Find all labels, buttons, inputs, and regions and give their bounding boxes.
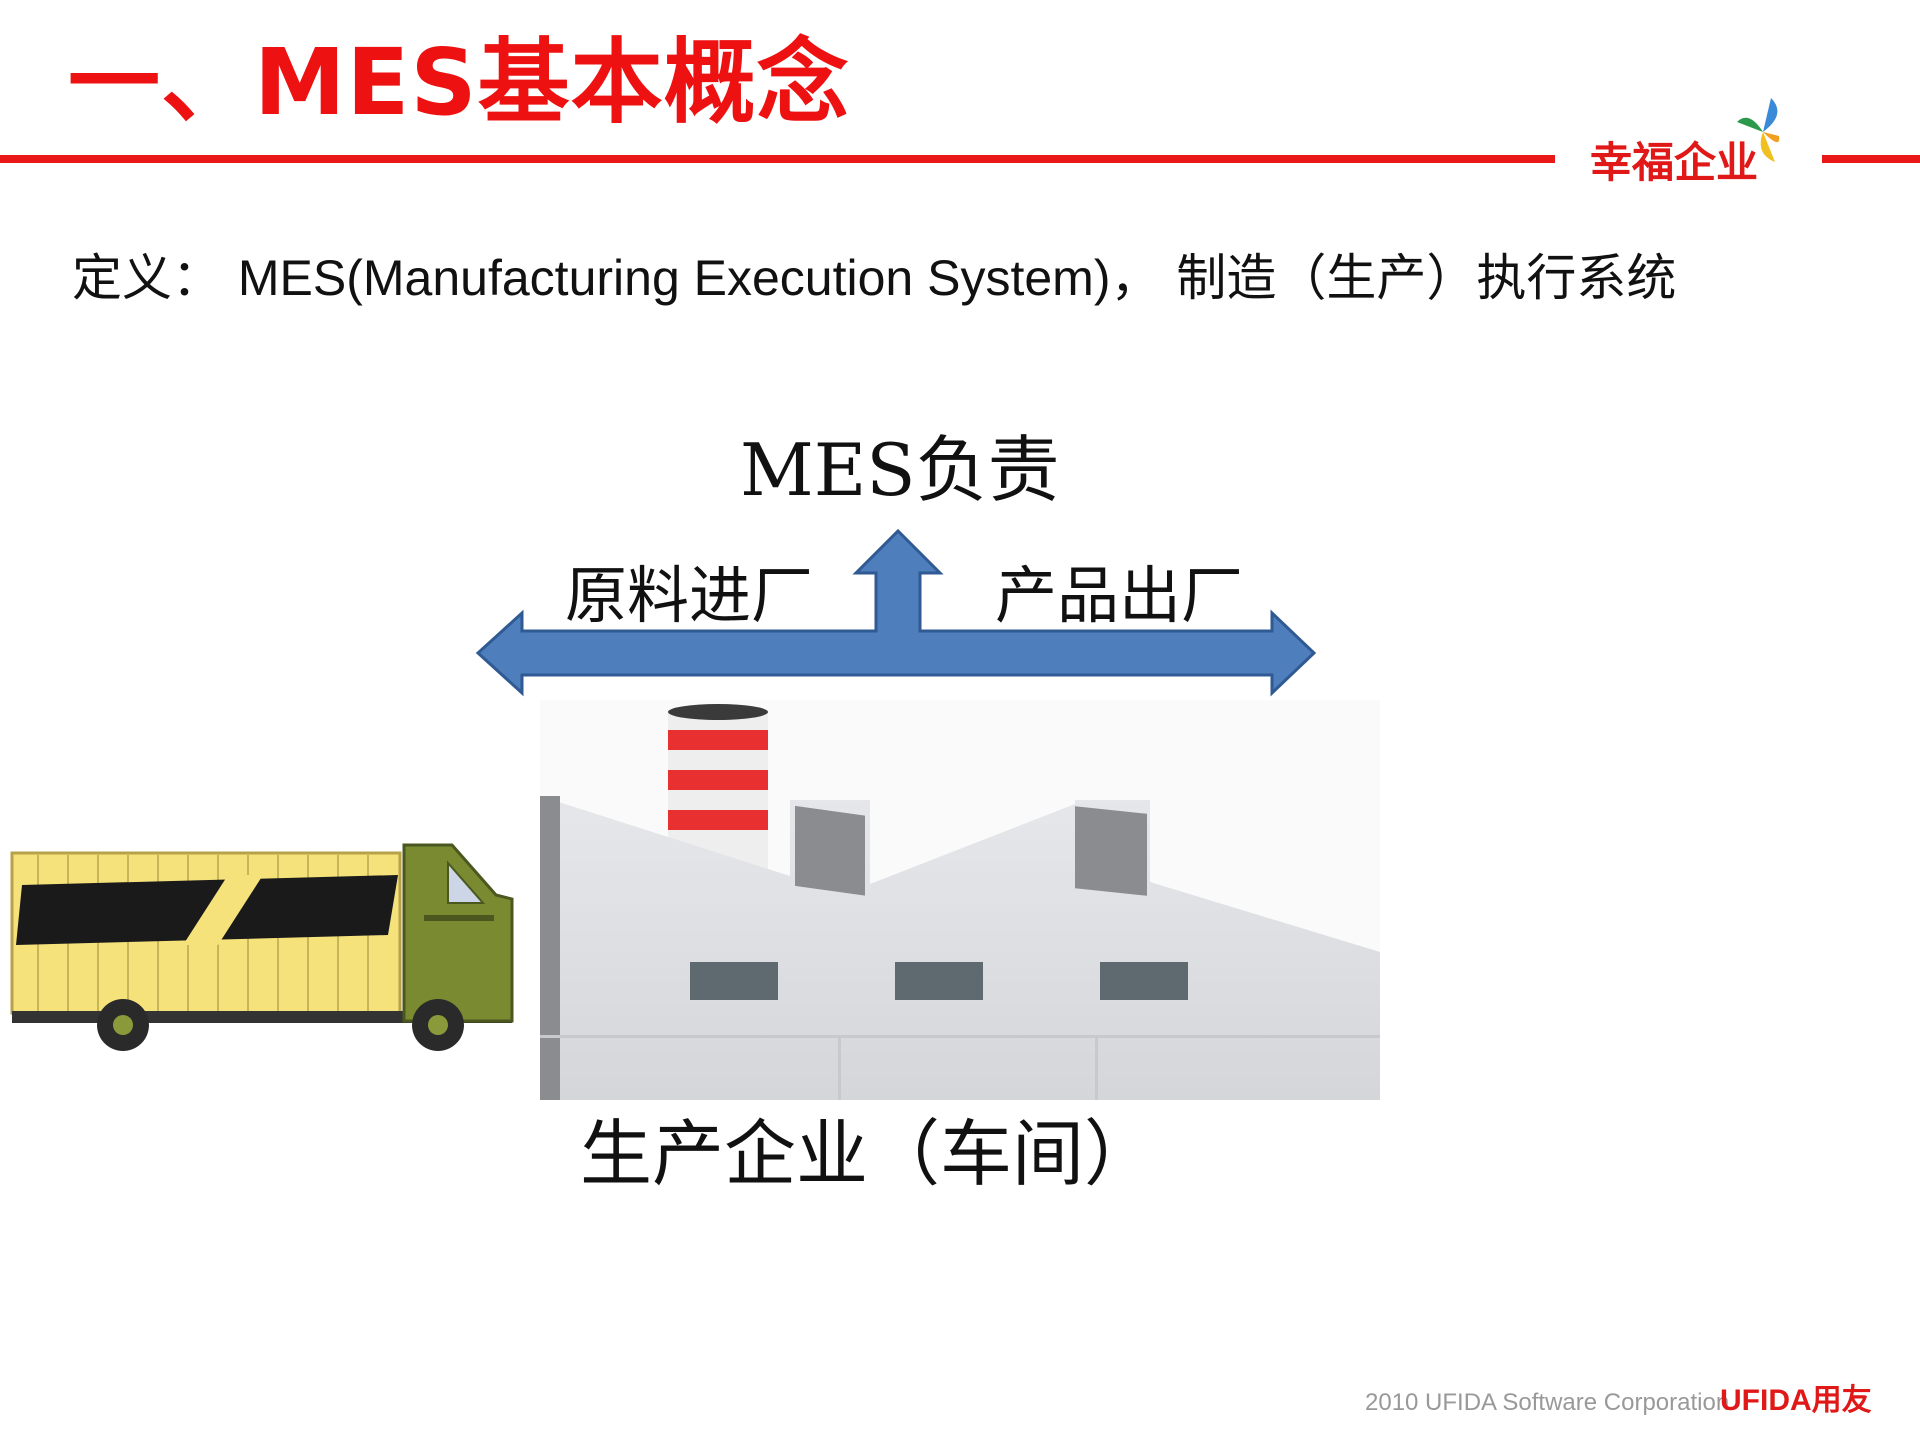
footer-logo-text: UFIDA用友 (1720, 1384, 1872, 1417)
truck-illustration (10, 843, 514, 1051)
definition-line: 定义： MES(Manufacturing Execution System)，… (72, 248, 1676, 308)
title-rule-right (1822, 155, 1920, 163)
title-rule-left (0, 155, 1555, 163)
footer-copyright: 2010 UFIDA Software Corporation (1365, 1389, 1730, 1416)
definition-label: 定义： (72, 249, 222, 307)
brand-logo-text: 幸福企业 (1590, 138, 1759, 187)
definition-english: MES(Manufacturing Execution System)， (237, 250, 1161, 306)
product-out-label: 产品出厂 (995, 559, 1244, 632)
three-way-arrow-shape (475, 528, 1317, 697)
diagram-caption: 生产企业（车间） (580, 1112, 1157, 1196)
definition-chinese: 制造（生产）执行系统 (1176, 249, 1677, 307)
slide-title: 一、MES基本概念 (68, 29, 850, 136)
factory-illustration (540, 700, 1380, 1100)
pinwheel-icon (1737, 98, 1780, 162)
three-way-arrow (475, 528, 1317, 697)
raw-material-in-label: 原料进厂 (565, 559, 814, 632)
mes-responsible-label: MES负责 (740, 428, 1060, 512)
